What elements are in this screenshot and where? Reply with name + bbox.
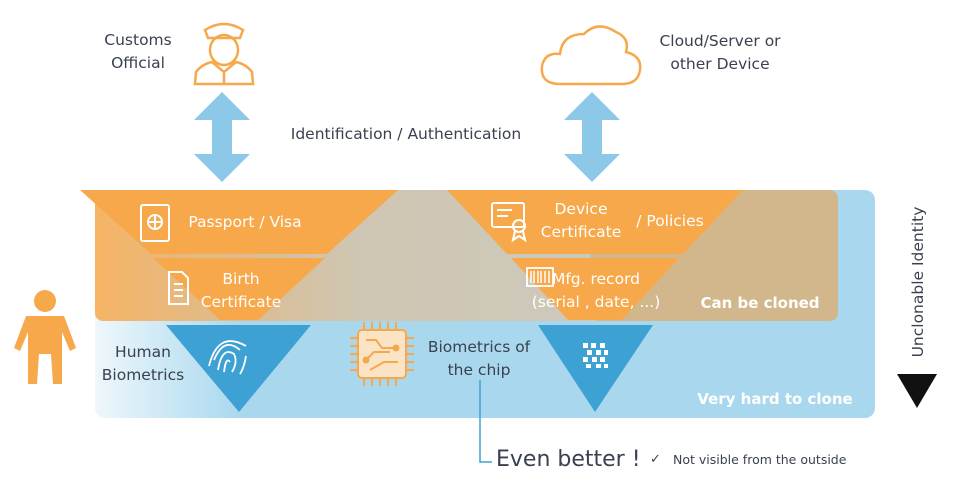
customs-line1: Customs [104, 31, 172, 49]
chip-biometrics-layer [538, 325, 653, 412]
can-clone-label: Can be cloned [700, 294, 820, 312]
barcode-icon [526, 267, 554, 287]
customs-label: Customs Official [98, 29, 178, 75]
left-double-arrow-icon [194, 92, 250, 182]
policies-label: / Policies [636, 212, 704, 230]
cloud-label: Cloud/Server or other Device [650, 30, 790, 76]
cloud-line1: Cloud/Server or [659, 32, 781, 50]
fingerprint-icon [208, 340, 247, 375]
human-line1: Human [115, 343, 171, 361]
right-double-arrow-icon [564, 92, 620, 182]
human-line2: Biometrics [101, 366, 185, 384]
device-cert-label: Device Certificate [534, 198, 628, 244]
cloud-line2: other Device [670, 55, 770, 73]
bio-line2: the chip [447, 361, 511, 379]
human-biometrics-label: Human Biometrics [96, 341, 190, 387]
birth-line1: Birth [222, 270, 260, 288]
chip-biometrics-label: Biometrics of the chip [418, 336, 540, 382]
unclonable-arrow-icon [897, 374, 937, 408]
device-line2: Certificate [540, 223, 622, 241]
mfg-line1: Mfg. record [551, 270, 641, 288]
bio-line1: Biometrics of [427, 338, 531, 356]
hard-clone-label: Very hard to clone [697, 390, 853, 408]
mfg-line2: (serial , date, ...) [531, 293, 661, 311]
customs-line2: Official [111, 54, 165, 72]
check-icon: ✓ [650, 452, 661, 467]
device-line1: Device [554, 200, 608, 218]
callout-line [479, 380, 492, 463]
birth-line2: Certificate [200, 293, 282, 311]
chip-pattern-icon [583, 343, 608, 368]
birth-layer-fill [153, 258, 325, 320]
birth-certificate-icon [168, 271, 189, 305]
passport-label: Passport / Visa [188, 213, 302, 231]
chip-icon [350, 322, 414, 386]
cloud-icon [540, 25, 642, 86]
device-certificate-icon [491, 202, 527, 243]
customs-official-icon [193, 22, 255, 86]
passport-icon [140, 204, 170, 242]
even-better-label: Even better ! [496, 447, 641, 472]
unclonable-label: Unclonable Identity [909, 207, 927, 358]
identification-label: Identification / Authentication [290, 125, 522, 143]
mfg-record-label: Mfg. record (serial , date, ...) [526, 268, 666, 314]
birth-label: Birth Certificate [196, 268, 286, 314]
person-icon [14, 290, 76, 384]
human-biometrics-layer [166, 325, 311, 412]
not-visible-label: Not visible from the outside [673, 452, 847, 467]
